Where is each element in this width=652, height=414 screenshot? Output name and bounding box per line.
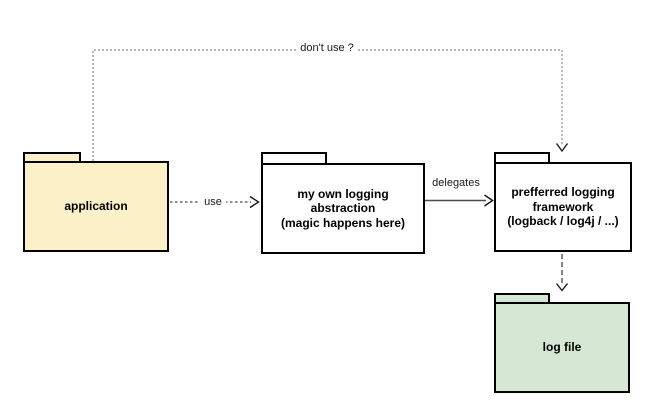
edge-dont-use-arrowhead xyxy=(555,143,569,153)
edge-use-arrowhead xyxy=(249,195,260,209)
node-application-body: application xyxy=(23,161,169,252)
node-framework-body: prefferred logging framework (logback / … xyxy=(494,162,632,252)
node-logfile-folder-tab xyxy=(494,293,550,304)
edge-writes-arrowhead xyxy=(555,283,569,292)
edge-delegates-arrowhead xyxy=(484,194,494,207)
edge-label-dont-use: don't use ? xyxy=(296,42,358,54)
node-framework: prefferred logging framework (logback / … xyxy=(494,152,632,252)
node-application: application xyxy=(23,152,169,252)
node-abstraction-label: my own logging abstraction (magic happen… xyxy=(280,186,406,230)
node-application-label: application xyxy=(64,199,128,214)
node-framework-label: prefferred logging framework (logback / … xyxy=(507,185,619,229)
edge-label-delegates: delegates xyxy=(428,177,484,189)
edge-dont-use xyxy=(92,49,563,161)
node-application-folder-tab xyxy=(23,152,81,163)
node-abstraction-folder-tab xyxy=(261,152,327,165)
node-abstraction-body: my own logging abstraction (magic happen… xyxy=(261,163,425,254)
node-logfile-label: log file xyxy=(542,340,582,355)
node-logfile: log file xyxy=(494,293,630,393)
node-abstraction: my own logging abstraction (magic happen… xyxy=(261,152,425,254)
node-logfile-body: log file xyxy=(494,302,630,393)
node-framework-folder-tab xyxy=(494,152,550,164)
edge-label-use: use xyxy=(200,196,226,208)
